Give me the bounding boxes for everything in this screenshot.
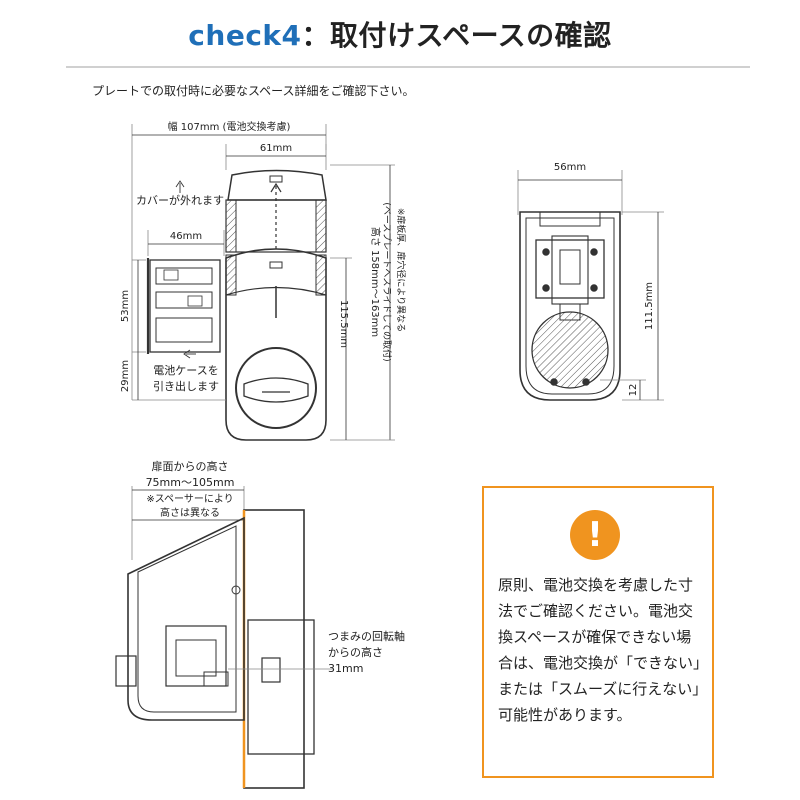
width-107-label: 幅 107mm (電池交換考慮) xyxy=(168,120,291,133)
warning-text: 原則、電池交換を考慮した寸法でご確認ください。電池交換スペースが確保できない場合… xyxy=(498,576,701,724)
intro-text: プレートでの取付時に必要なスペース詳細をご確認下さい。 xyxy=(92,84,415,98)
side-view xyxy=(115,486,334,789)
exclamation-icon: ! xyxy=(570,510,620,560)
warning-box: ! 原則、電池交換を考慮した寸法でご確認ください。電池交換スペースが確保できない… xyxy=(482,486,714,778)
cover-note: カバーが外れます xyxy=(136,193,224,207)
depth-label-2: 75mm～105mm xyxy=(146,476,235,489)
check-label: check4 xyxy=(188,19,302,52)
back-view xyxy=(517,170,664,401)
height-range-1: 高さ 158mm～163mm xyxy=(369,227,382,337)
back-offset-label: 12 xyxy=(628,384,639,397)
axis-label-2: からの高さ xyxy=(328,645,383,659)
axis-label-3: 31mm xyxy=(328,662,363,675)
battery-note-1: 電池ケースを xyxy=(153,364,218,377)
spacer-note-1: ※スペーサーにより xyxy=(146,493,233,505)
depth-label-1: 扉面からの高さ xyxy=(152,459,229,473)
title-text: ：取付けスペースの確認 xyxy=(301,19,612,52)
back-width-label: 56mm xyxy=(554,162,586,173)
title-divider xyxy=(66,66,750,68)
height-53-label: 53mm xyxy=(120,290,131,322)
spacer-note-2: 高さは異なる xyxy=(160,506,220,519)
height-range-2: (ベースプレートへスライドしての取付) xyxy=(381,202,392,361)
battery-note-2: 引き出します xyxy=(153,379,219,393)
width-61-label: 61mm xyxy=(260,143,292,154)
height-115-label: 115.5mm xyxy=(338,300,349,348)
back-height-label: 111.5mm xyxy=(644,282,655,330)
width-46-label: 46mm xyxy=(170,231,202,242)
axis-label-1: つまみの回転軸 xyxy=(328,629,405,643)
height-range-3: ※扉板厚、扉穴径により異なる xyxy=(395,208,407,332)
front-view xyxy=(131,124,395,441)
height-29-label: 29mm xyxy=(120,360,131,392)
page-title: check4：取付けスペースの確認 xyxy=(0,14,800,54)
